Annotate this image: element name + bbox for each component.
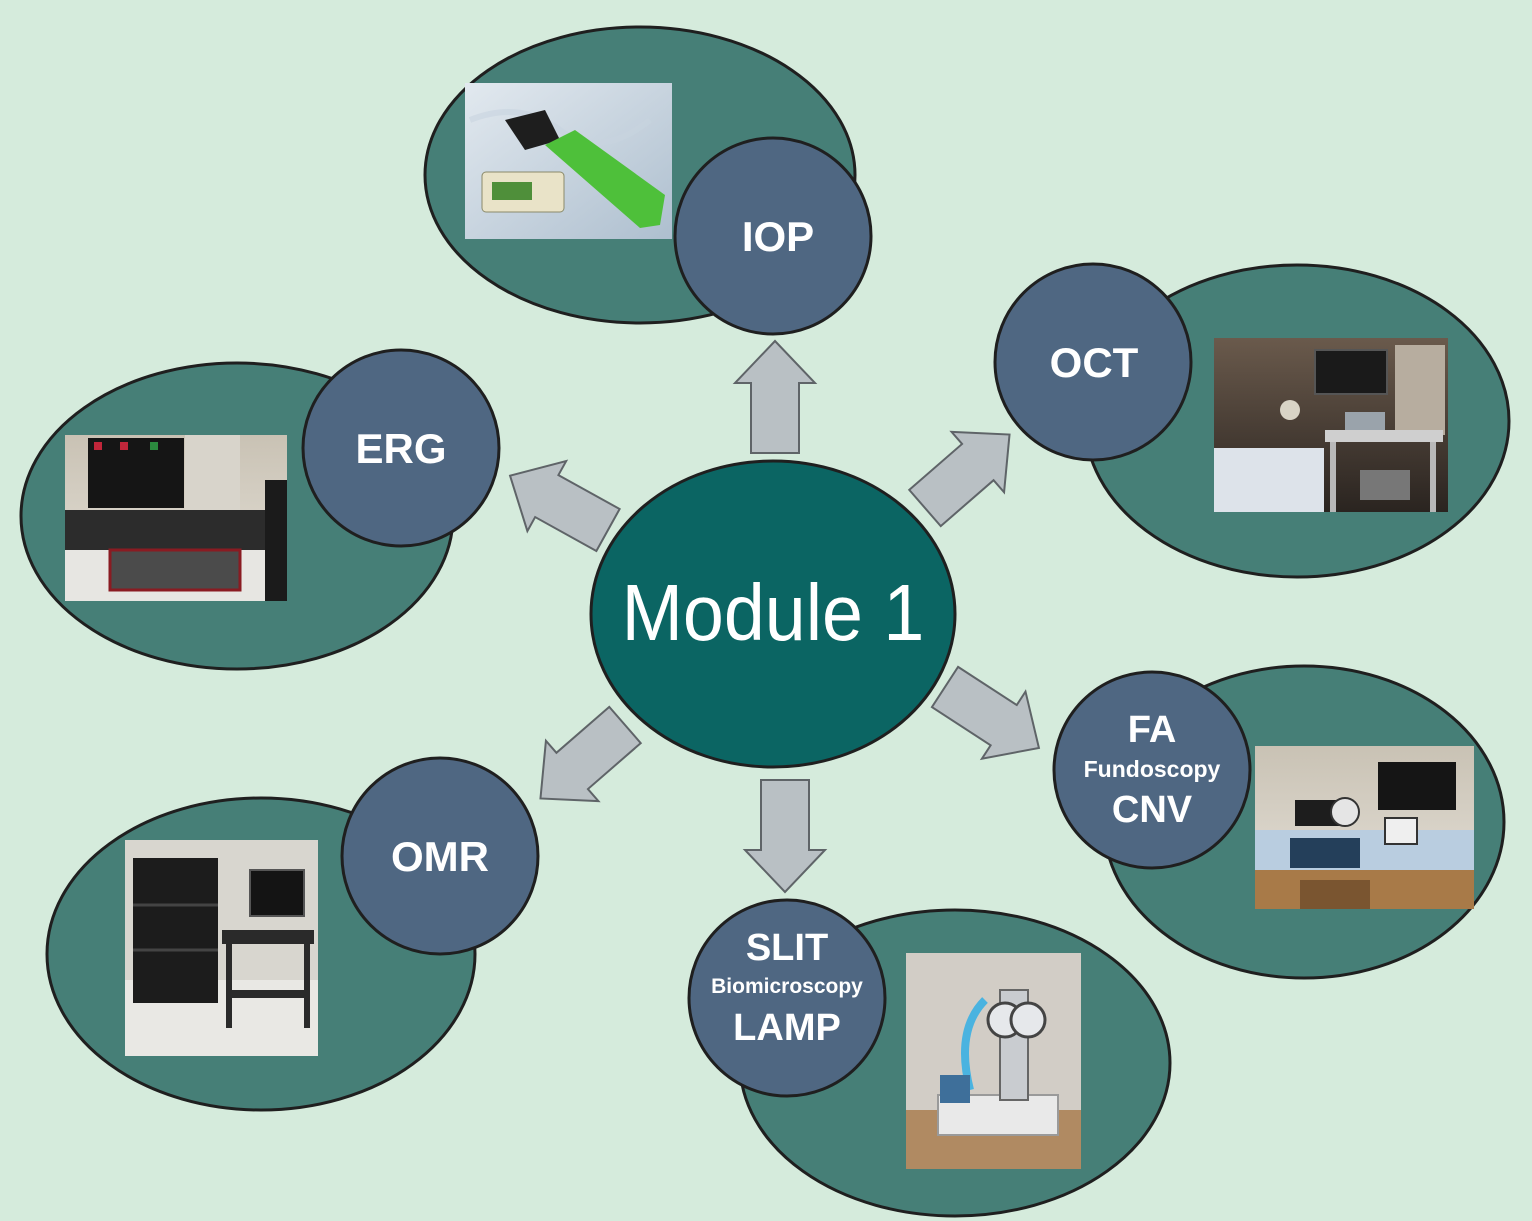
- module-center: Module 1: [589, 459, 957, 769]
- center-label: Module 1: [622, 568, 925, 658]
- omr-badge: [340, 756, 540, 956]
- module-slit: SLIT Biomicroscopy LAMP: [687, 898, 1172, 1218]
- fa-line2: Fundoscopy: [1084, 756, 1221, 782]
- fa-photo: [1255, 746, 1474, 909]
- iop-label: IOP: [742, 213, 814, 260]
- iop-badge: [673, 136, 873, 336]
- arrow-to-slit: [742, 779, 828, 894]
- fa-line3: CNV: [1112, 789, 1193, 831]
- center-node: [589, 459, 957, 769]
- slit-line1: SLIT: [746, 927, 828, 969]
- slit-line3: LAMP: [733, 1007, 841, 1049]
- arrows: [508, 339, 1041, 894]
- arrow-to-omr: [539, 705, 643, 803]
- iop-photo: [465, 83, 672, 239]
- module-erg: ERG: [19, 348, 501, 671]
- arrow-to-oct: [907, 430, 1011, 528]
- module-iop: IOP: [423, 25, 873, 336]
- oct-photo: [1214, 338, 1448, 512]
- slit-badge: [687, 898, 887, 1098]
- erg-badge: [301, 348, 501, 548]
- slit-line2: Biomicroscopy: [711, 975, 863, 998]
- arrow-to-iop: [732, 339, 818, 454]
- arrow-to-fa: [930, 665, 1041, 761]
- module-oct: OCT: [993, 262, 1511, 579]
- oct-label: OCT: [1050, 339, 1139, 386]
- arrow-to-erg: [508, 459, 621, 553]
- module-fa: FA Fundoscopy CNV: [1052, 664, 1506, 980]
- erg-label: ERG: [355, 425, 446, 472]
- module-omr: OMR: [45, 756, 540, 1112]
- slit-photo: [906, 953, 1081, 1169]
- omr-label: OMR: [391, 833, 489, 880]
- omr-photo: [125, 840, 318, 1056]
- oct-badge: [993, 262, 1193, 462]
- erg-photo: [65, 435, 287, 601]
- fa-badge: [1052, 670, 1252, 870]
- fa-line1: FA: [1128, 709, 1177, 751]
